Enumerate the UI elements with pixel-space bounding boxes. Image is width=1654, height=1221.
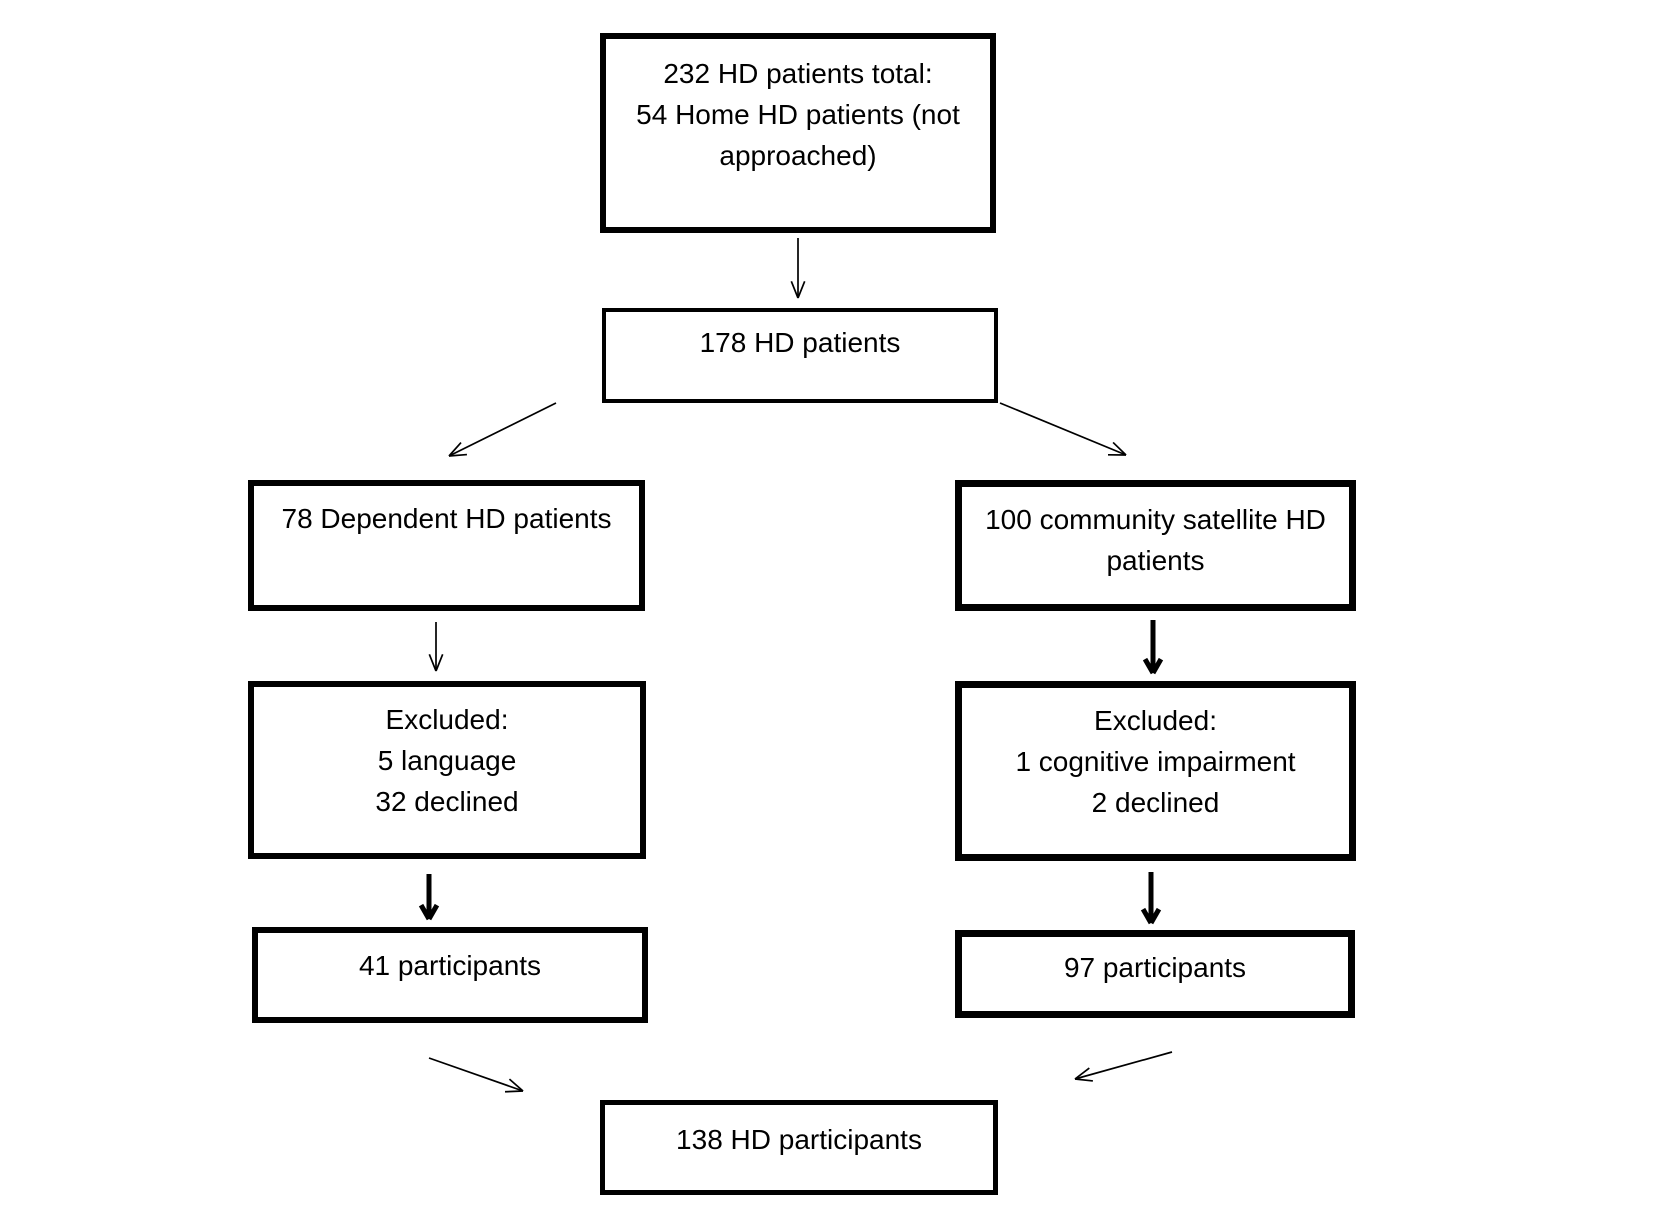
box-text-line: 100 community satellite HD patients [985, 504, 1326, 576]
arrow-41-to-final [428, 1057, 524, 1093]
box-dependent-hd-patients: 78 Dependent HD patients [248, 480, 645, 611]
box-138-hd-participants: 138 HD participants [600, 1100, 998, 1195]
box-text-line: 1 cognitive impairment [1015, 746, 1296, 777]
box-excluded-dependent: Excluded: 5 language 32 declined [248, 681, 646, 859]
box-text-line: Excluded: [385, 704, 509, 735]
box-text-line: 5 language [377, 745, 517, 776]
box-excluded-satellite: Excluded: 1 cognitive impairment 2 decli… [955, 681, 1356, 861]
arrow-178-to-dependent [448, 402, 557, 457]
box-text-line: 232 HD patients total: [663, 58, 933, 89]
box-community-satellite-hd-patients: 100 community satellite HD patients [955, 480, 1356, 611]
box-text-line: 78 Dependent HD patients [281, 503, 612, 534]
arrow-excluded-right-to-97 [1140, 872, 1162, 925]
arrow-97-to-final [1074, 1051, 1173, 1082]
box-text-line: 2 declined [1091, 787, 1220, 818]
box-text-line: 32 declined [375, 786, 519, 817]
box-41-participants: 41 participants [252, 927, 648, 1023]
box-97-participants: 97 participants [955, 930, 1355, 1018]
arrow-total-to-178 [790, 238, 806, 299]
box-text-line: 97 participants [1063, 952, 1247, 983]
arrow-178-to-satellite [999, 402, 1127, 456]
arrow-excluded-left-to-41 [418, 874, 440, 921]
arrow-dependent-to-excluded-left [428, 622, 444, 672]
box-text-line: 41 participants [358, 950, 542, 981]
box-text-line: 54 Home HD patients (not approached) [636, 99, 960, 171]
box-text-line: 138 HD participants [676, 1124, 922, 1155]
box-text-line: 178 HD patients [699, 327, 901, 358]
box-text-line: Excluded: [1094, 705, 1217, 736]
box-178-hd-patients: 178 HD patients [602, 308, 998, 403]
box-total-hd-patients: 232 HD patients total: 54 Home HD patien… [600, 33, 996, 233]
arrow-satellite-to-excluded-right [1142, 620, 1164, 675]
